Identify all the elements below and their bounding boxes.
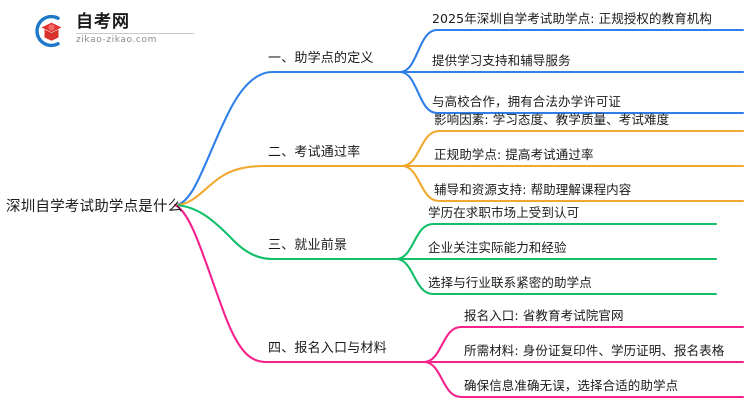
mindmap-branch-2-label[interactable]: 二、考试通过率 bbox=[268, 145, 361, 160]
mindmap-leaf-1-3[interactable]: 与高校合作，拥有合法办学许可证 bbox=[432, 94, 622, 109]
mindmap-leaf-1-2[interactable]: 提供学习支持和辅导服务 bbox=[432, 53, 571, 68]
mindmap-leaf-4-2[interactable]: 所需材料: 身份证复印件、学历证明、报名表格 bbox=[464, 343, 725, 358]
mindmap-leaf-3-1[interactable]: 学历在求职市场上受到认可 bbox=[428, 205, 580, 220]
branch-connector-3 bbox=[173, 203, 718, 296]
mindmap-root-node[interactable]: 深圳自学考试助学点是什么 bbox=[6, 199, 183, 215]
branch-connector-4 bbox=[173, 203, 745, 399]
mindmap-leaf-3-3[interactable]: 选择与行业联系紧密的助学点 bbox=[428, 275, 592, 290]
mindmap-leaf-2-3[interactable]: 辅导和资源支持: 帮助理解课程内容 bbox=[434, 182, 632, 197]
mindmap-branch-1-label[interactable]: 一、助学点的定义 bbox=[268, 51, 374, 66]
branch-connector-1 bbox=[173, 28, 745, 207]
site-logo: 自考网 zikao-zikao.com bbox=[28, 12, 218, 52]
zikao-logo-icon bbox=[35, 14, 62, 48]
mindmap-leaf-2-2[interactable]: 正规助学点: 提高考试通过率 bbox=[434, 147, 594, 162]
logo-subtitle: zikao-zikao.com bbox=[76, 35, 157, 45]
logo-title: 自考网 bbox=[76, 12, 130, 32]
mindmap-leaf-3-2[interactable]: 企业关注实际能力和经验 bbox=[428, 240, 567, 255]
mindmap-leaf-2-1[interactable]: 影响因素: 学习态度、教学质量、考试难度 bbox=[434, 112, 670, 127]
mindmap-leaf-4-3[interactable]: 确保信息准确无误，选择合适的助学点 bbox=[464, 378, 679, 393]
mindmap-branch-3-label[interactable]: 三、就业前景 bbox=[268, 238, 348, 253]
mindmap-leaf-1-1[interactable]: 2025年深圳自学考试助学点: 正规授权的教育机构 bbox=[432, 11, 712, 26]
branch-connector-2 bbox=[173, 129, 745, 207]
logo-divider bbox=[76, 33, 194, 34]
mindmap-branch-4-label[interactable]: 四、报名入口与材料 bbox=[268, 341, 387, 356]
mindmap-leaf-4-1[interactable]: 报名入口: 省教育考试院官网 bbox=[464, 308, 624, 323]
